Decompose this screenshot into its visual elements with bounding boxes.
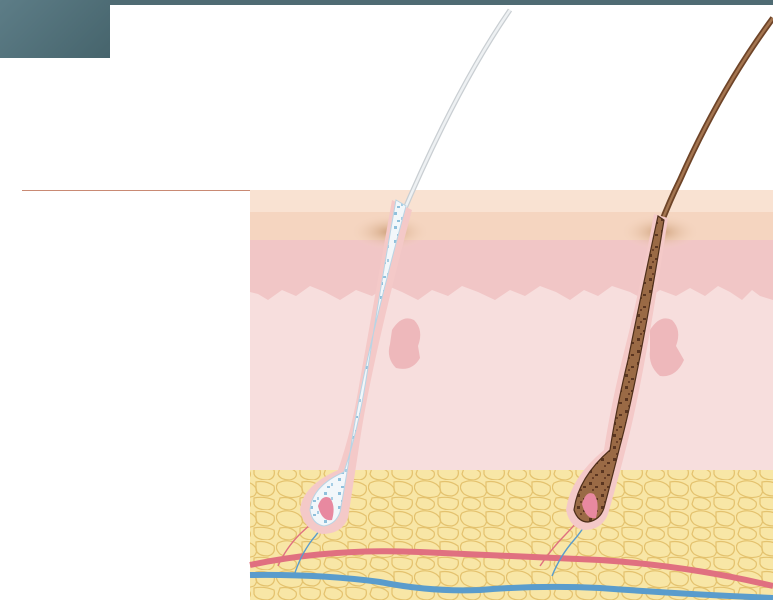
papillary-layer (250, 235, 773, 300)
skin-layers (250, 190, 773, 600)
epidermis-upper (250, 190, 773, 212)
grey-hair-shaft (400, 10, 510, 220)
